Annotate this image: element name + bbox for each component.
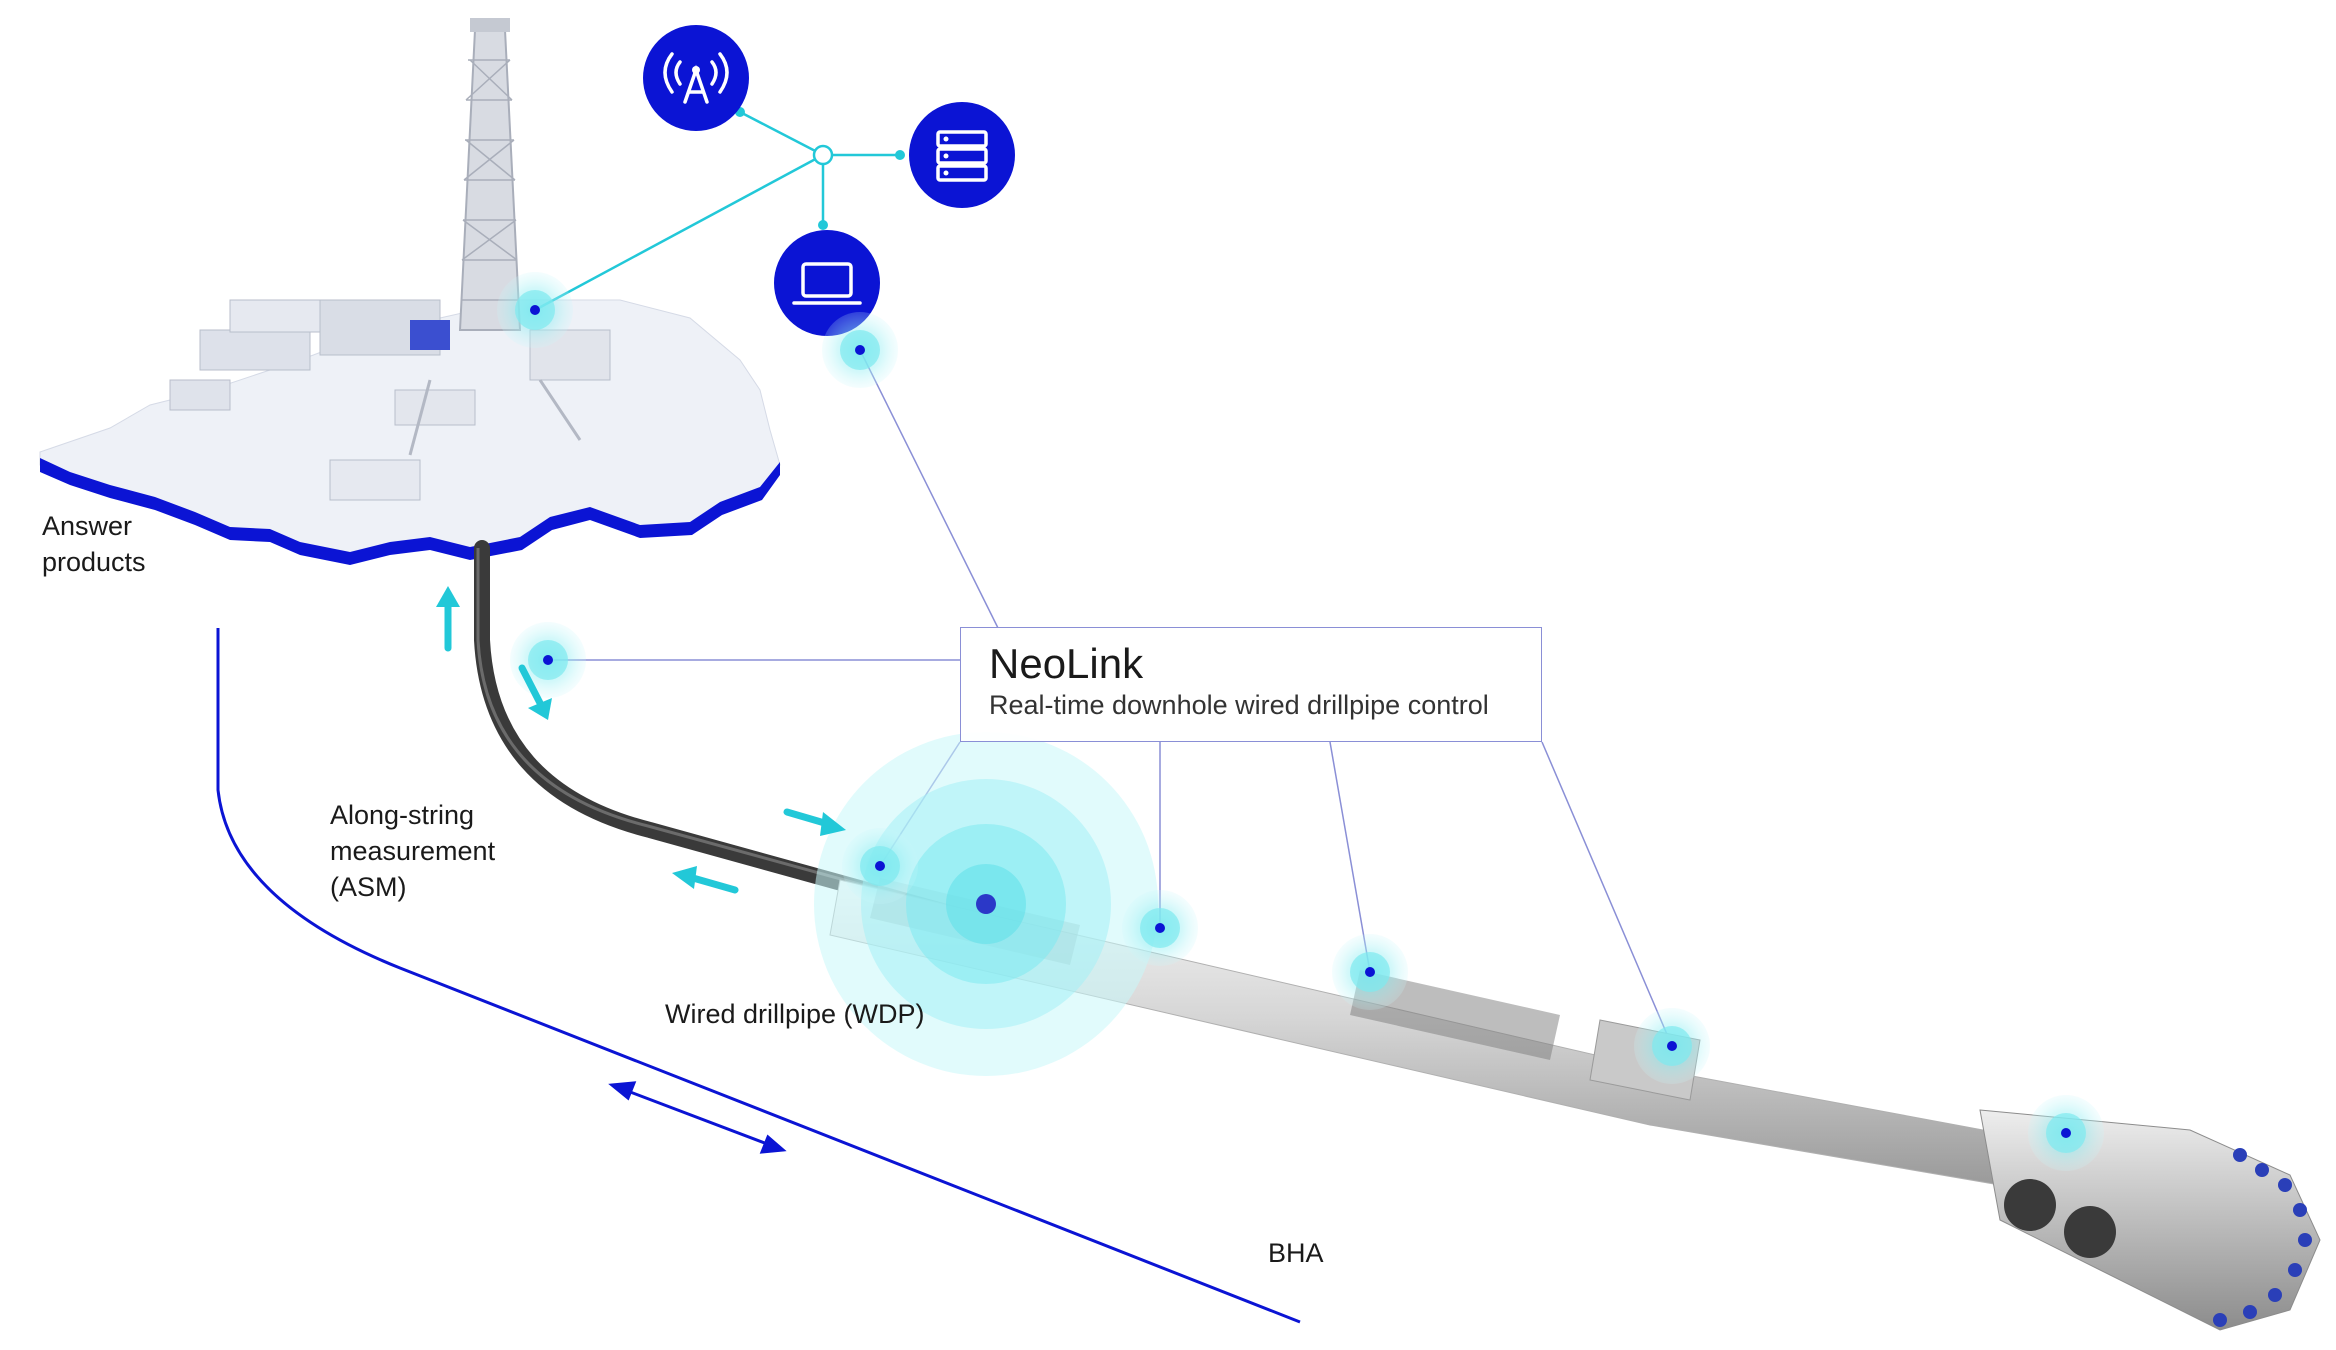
bha-label: BHA: [1268, 1238, 1324, 1268]
asm-label: Along-string measurement (ASM): [330, 797, 495, 905]
signal-wave: [814, 732, 1158, 1076]
arrow-left-icon: [672, 866, 739, 894]
well-path-line: [216, 628, 1301, 1324]
answer-products-label: Answer products: [42, 508, 146, 580]
network-hub: [812, 144, 834, 166]
antenna-icon: [643, 25, 749, 131]
node-markers: [497, 272, 2104, 1171]
flow-arrows: [436, 586, 846, 894]
wdp-label: Wired drillpipe (WDP): [665, 999, 925, 1029]
asm-line-1: Along-string: [330, 800, 475, 830]
answer-products-line-2: products: [42, 547, 146, 577]
double-arrow-icon: [608, 1081, 787, 1154]
arrow-down-icon: [518, 664, 552, 720]
arrow-up-icon: [436, 586, 460, 652]
neolink-callout: NeoLink Real-time downhole wired drillpi…: [960, 627, 1542, 742]
laptop-icon: [774, 230, 880, 336]
callout-title: NeoLink: [989, 640, 1144, 687]
rig-platform: [39, 18, 781, 565]
callout-subtitle: Real-time downhole wired drillpipe contr…: [989, 690, 1489, 720]
arrow-right-icon: [783, 808, 846, 836]
asm-line-2: measurement: [330, 836, 496, 866]
answer-products-line-1: Answer: [42, 511, 133, 541]
server-icon: [909, 102, 1015, 208]
asm-line-3: (ASM): [330, 872, 407, 902]
network-lines: [534, 110, 900, 312]
